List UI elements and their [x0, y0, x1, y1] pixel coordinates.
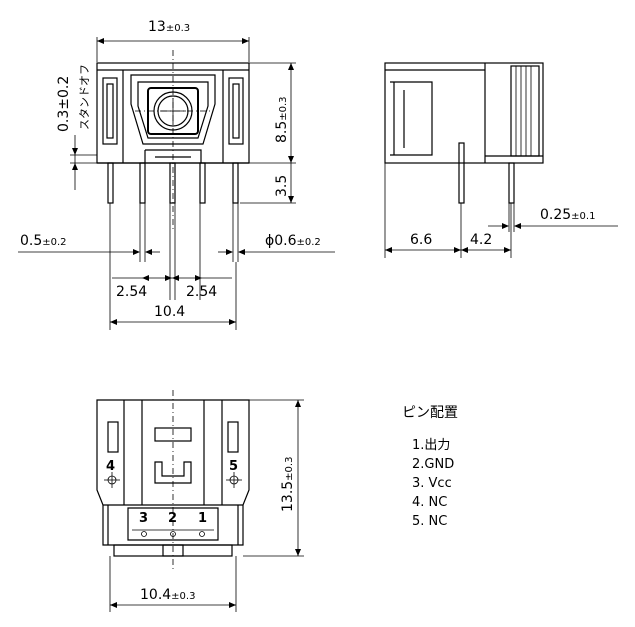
dim-side-42: 4.2 [470, 232, 492, 248]
dim-height-85: 8.5±0.3 [274, 96, 290, 143]
pin-number-4: 4 [106, 459, 115, 474]
dim-side-66: 6.6 [410, 232, 432, 248]
pin-legend-item-2: 2.GND [412, 457, 455, 472]
side-view [384, 62, 618, 258]
dim-pitch-left: 2.54 [116, 284, 147, 300]
dim-standoff: 0.3±0.2 [56, 76, 72, 132]
pin-legend-title: ピン配置 [402, 405, 458, 421]
dim-pin-width: 0.5±0.2 [20, 233, 67, 249]
pin-legend-item-5: 5. NC [412, 514, 448, 529]
bottom-view [96, 390, 304, 612]
pin-number-2: 2 [168, 511, 177, 526]
pin-number-3: 3 [139, 511, 148, 526]
front-view [18, 37, 335, 330]
pin-legend: ピン配置 1.出力 2.GND 3. Vcc 4. NC 5. NC [402, 402, 458, 531]
pin-legend-item-1: 1.出力 [412, 438, 451, 453]
standoff-label: スタンドオフ [78, 64, 91, 130]
dim-pitch-right: 2.54 [186, 284, 217, 300]
pin-number-5: 5 [229, 459, 238, 474]
dim-pin-length: 3.5 [274, 175, 290, 197]
dim-hole-diameter: ϕ0.6±0.2 [265, 233, 321, 249]
dim-height-135: 13.5±0.3 [280, 457, 296, 512]
pin-number-1: 1 [198, 511, 207, 526]
dim-span-104: 10.4 [154, 304, 185, 320]
pin-legend-item-4: 4. NC [412, 495, 448, 510]
pin-legend-item-3: 3. Vcc [412, 476, 452, 491]
dim-pin-thickness: 0.25±0.1 [540, 207, 595, 223]
dim-top-width: 13±0.3 [148, 19, 190, 35]
dim-bottom-width: 10.4±0.3 [140, 587, 195, 603]
